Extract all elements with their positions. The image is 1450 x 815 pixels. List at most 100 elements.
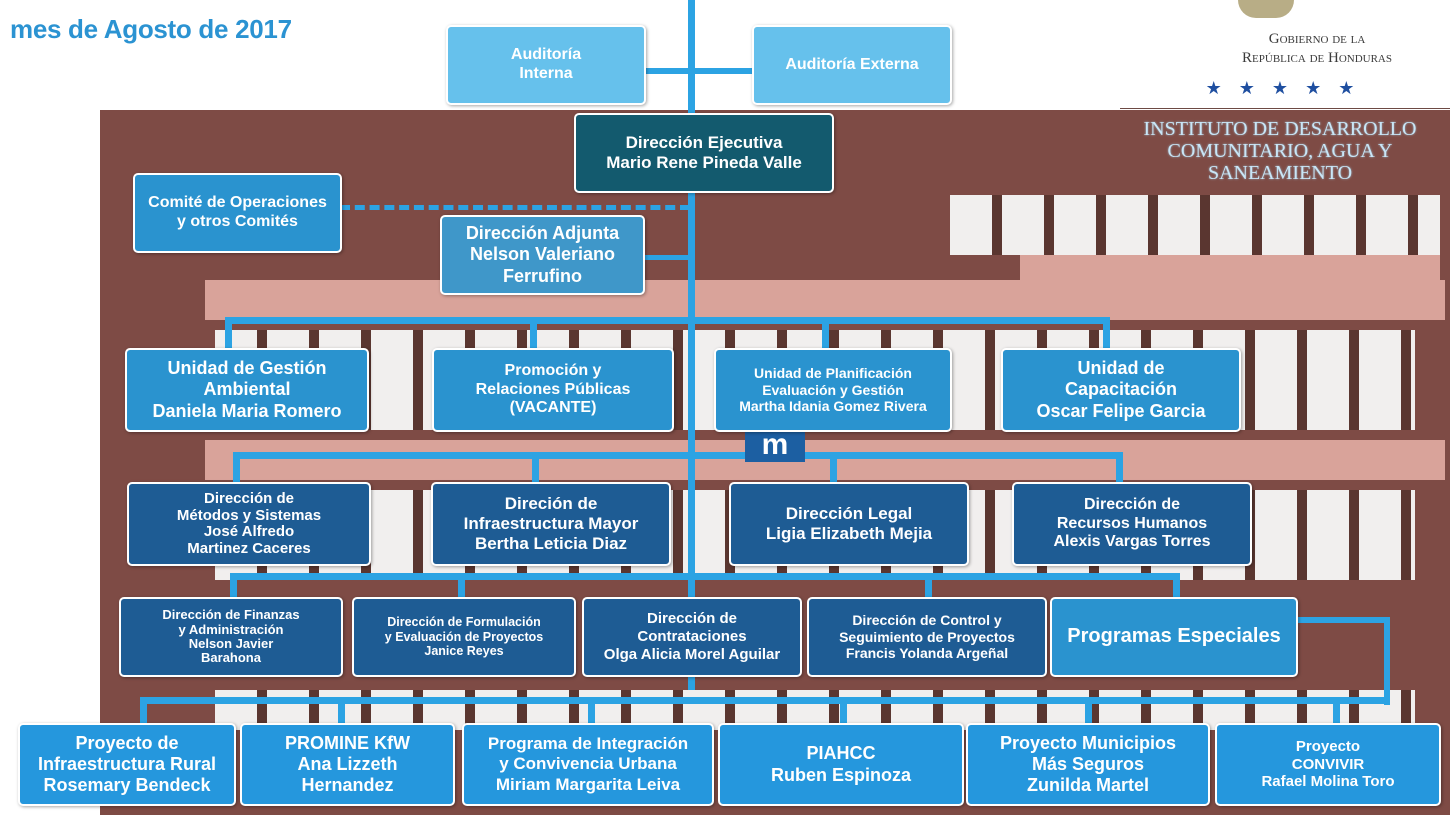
row2-bus-line — [233, 452, 1123, 459]
box-line: Rafael Molina Toro — [1261, 773, 1395, 791]
row1-drop-line — [822, 317, 829, 351]
box-line: Ana Lizzeth — [297, 753, 398, 774]
box-line: Dirección Ejecutiva — [625, 132, 783, 152]
box-line: Dirección de Control y — [852, 612, 1002, 629]
box-line: Seguimiento de Proyectos — [839, 628, 1015, 645]
proyecto-infraestructura-rural-box: Proyecto de Infraestructura Rural Rosema… — [18, 723, 236, 806]
audit-connector-line — [645, 68, 755, 74]
unidad-gestion-ambiental-box: Unidad de Gestión Ambiental Daniela Mari… — [125, 348, 369, 432]
government-logo-text: Gobierno de la República de Honduras — [1242, 30, 1392, 68]
box-line: Janice Reyes — [424, 644, 504, 659]
direccion-formulacion-box: Dirección de Formulación y Evaluación de… — [352, 597, 576, 677]
box-line: Promoción y — [504, 361, 602, 379]
row4-drop-line — [1085, 697, 1092, 727]
row2-drop-line — [532, 452, 539, 486]
promocion-relaciones-box: Promoción y Relaciones Públicas (VACANTE… — [432, 348, 674, 432]
box-line: Dirección de — [1083, 495, 1181, 513]
box-line: Métodos y Sistemas — [176, 506, 322, 524]
box-line: Ferrufino — [503, 265, 582, 286]
box-line: Martha Idania Gomez Rivera — [739, 398, 927, 415]
box-line: y Convivencia Urbana — [499, 754, 677, 774]
box-line: Ruben Espinoza — [770, 764, 911, 785]
row1-bus-line — [225, 317, 1110, 324]
programas-especiales-box: Programas Especiales — [1050, 597, 1298, 677]
unidad-planificacion-box: Unidad de Planificación Evaluación y Ges… — [714, 348, 952, 432]
box-line: Ligia Elizabeth Mejia — [765, 524, 933, 543]
sky-background — [0, 0, 1450, 110]
box-line: PIAHCC — [806, 743, 876, 764]
building-window-row — [950, 195, 1440, 255]
unidad-capacitacion-box: Unidad de Capacitación Oscar Felipe Garc… — [1001, 348, 1241, 432]
box-line: Nelson Valeriano — [469, 244, 616, 265]
row2-drop-line — [1116, 452, 1123, 486]
box-line: Hernandez — [301, 775, 394, 796]
box-line: y Evaluación de Proyectos — [384, 629, 544, 644]
box-line: Unidad de Planificación — [754, 365, 912, 382]
row4-bus-line — [140, 697, 1390, 704]
row4-drop-line — [588, 697, 595, 727]
box-line: Daniela Maria Romero — [152, 400, 342, 421]
row3-bus-line — [230, 573, 1180, 580]
box-line: Barahona — [201, 650, 261, 666]
auditoria-interna-box: Auditoría Interna — [446, 25, 646, 105]
row3-drop-line — [230, 573, 237, 603]
box-line: Dirección de Finanzas — [162, 607, 300, 623]
box-line: Relaciones Públicas — [475, 380, 631, 398]
gov-line-1: Gobierno de la — [1268, 31, 1366, 47]
programa-integracion-box: Programa de Integración y Convivencia Ur… — [462, 723, 714, 806]
row4-drop-line — [338, 697, 345, 727]
box-line: y otros Comités — [177, 213, 298, 230]
slide-title: mes de Agosto de 2017 — [10, 14, 292, 44]
row4-drop-line — [140, 697, 147, 727]
special-programs-connector — [1384, 617, 1390, 705]
logo-divider — [1120, 108, 1450, 109]
comite-operaciones-box: Comité de Operaciones y otros Comités — [133, 173, 342, 253]
special-programs-connector — [1295, 617, 1390, 623]
gov-line-2: República de Honduras — [1242, 49, 1392, 66]
box-line: Zunilda Martel — [1026, 775, 1149, 796]
box-line: José Alfredo — [203, 523, 295, 540]
box-line: Dirección de Formulación — [387, 614, 541, 629]
direccion-infraestructura-mayor-box: Direción de Infraestructura Mayor Bertha… — [431, 482, 671, 566]
main-spine-line — [688, 0, 695, 690]
building-balcony-band — [1020, 250, 1440, 320]
box-line: Martinez Caceres — [187, 539, 311, 557]
row1-drop-line — [225, 317, 232, 351]
coat-of-arms-icon — [1238, 0, 1294, 18]
box-line: y Administración — [178, 621, 284, 637]
flag-stars-icon: ★ ★ ★ ★ ★ — [1205, 78, 1361, 98]
direccion-control-seguimiento-box: Dirección de Control y Seguimiento de Pr… — [807, 597, 1047, 677]
proyecto-convivir-box: Proyecto CONVIVIR Rafael Molina Toro — [1215, 723, 1441, 806]
box-line: Interna — [519, 65, 573, 82]
institute-name: INSTITUTO DE DESARROLLO COMUNITARIO, AGU… — [1143, 118, 1417, 184]
promine-kfw-box: PROMINE KfW Ana Lizzeth Hernandez — [240, 723, 455, 806]
box-line: Infraestructura Mayor — [463, 513, 639, 533]
box-line: Auditoría — [510, 46, 582, 64]
box-line: Mario Rene Pineda Valle — [606, 153, 802, 172]
box-line: Proyecto Municipios — [999, 732, 1177, 753]
piahcc-box: PIAHCC Ruben Espinoza — [718, 723, 964, 806]
row4-drop-line — [1333, 697, 1340, 727]
box-line: Dirección de — [646, 610, 738, 628]
box-line: Auditoría Externa — [785, 55, 919, 73]
box-line: CONVIVIR — [1291, 755, 1365, 773]
auditoria-externa-box: Auditoría Externa — [752, 25, 952, 105]
direccion-contrataciones-box: Dirección de Contrataciones Olga Alicia … — [582, 597, 802, 677]
box-line: Dirección Adjunta — [465, 223, 620, 244]
direccion-ejecutiva-box: Dirección Ejecutiva Mario Rene Pineda Va… — [574, 113, 834, 193]
box-line: Más Seguros — [1031, 753, 1145, 774]
row4-drop-line — [840, 697, 847, 727]
box-line: Rosemary Bendeck — [43, 775, 211, 796]
box-line: PROMINE KfW — [285, 732, 410, 753]
box-line: Olga Alicia Morel Aguilar — [603, 645, 781, 663]
direccion-finanzas-box: Dirección de Finanzas y Administración N… — [119, 597, 343, 677]
box-line: Nelson Javier — [188, 636, 274, 651]
box-line: Proyecto — [1295, 737, 1361, 755]
direccion-adjunta-box: Dirección Adjunta Nelson Valeriano Ferru… — [440, 215, 645, 295]
box-line: Proyecto de — [75, 732, 179, 753]
box-line: Dirección Legal — [785, 503, 913, 523]
row1-drop-line — [530, 317, 537, 351]
box-line: Programa de Integración — [487, 734, 689, 754]
row3-drop-line — [1173, 573, 1180, 603]
box-line: Unidad de Gestión — [167, 358, 327, 379]
